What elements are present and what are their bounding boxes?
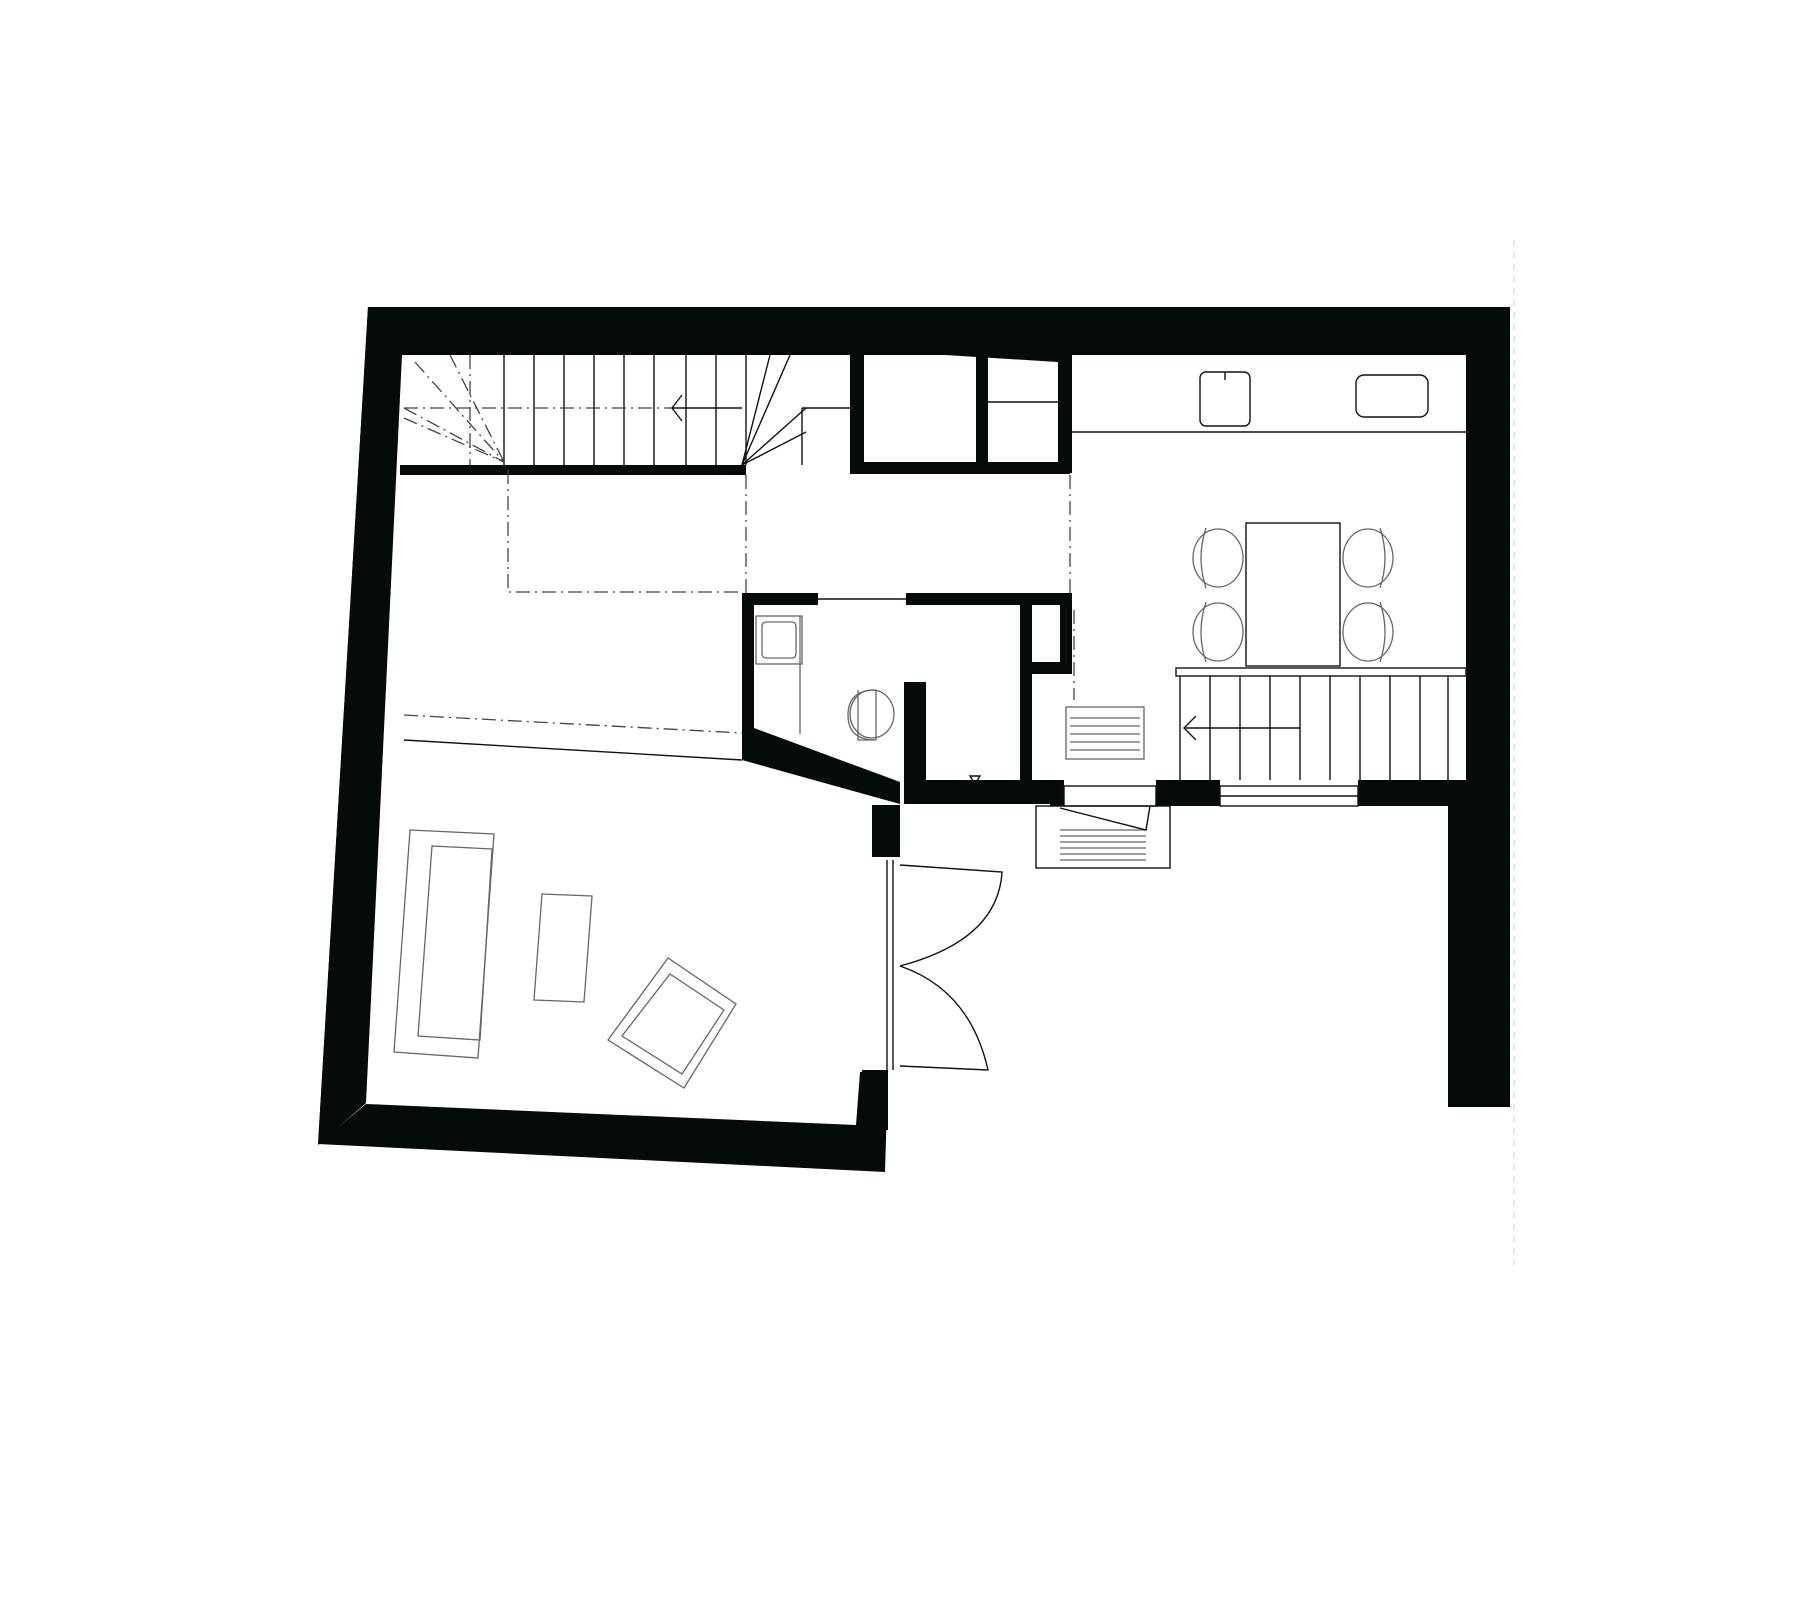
closet-top-slant	[864, 343, 1058, 362]
basin	[761, 621, 797, 659]
entry-jamb-right	[1156, 780, 1208, 806]
right-wall-lower	[1448, 785, 1510, 1107]
dining-table	[1245, 522, 1341, 667]
stair-arrow-icon	[1183, 715, 1197, 741]
living-right-wall-lower	[862, 1070, 888, 1130]
sofa	[393, 829, 495, 1059]
living-right-wall-upper	[872, 805, 900, 857]
bathroom	[755, 615, 982, 786]
armchair	[607, 957, 737, 1089]
window-jamb-left	[1208, 780, 1220, 806]
armchair-seat	[621, 973, 725, 1075]
stair-hidden-lines	[403, 354, 675, 465]
chair-icon	[1342, 528, 1394, 588]
coffee-table	[533, 893, 593, 1003]
staircase-lower	[1175, 667, 1467, 780]
door-swing-icon[interactable]	[899, 864, 1003, 967]
entry	[1035, 785, 1359, 869]
closet-bottom-wall	[850, 462, 1070, 474]
stair-treads	[503, 354, 850, 466]
door-swing-icon[interactable]	[1059, 805, 1151, 831]
right-wall-upper	[1466, 307, 1510, 785]
entry-jamb-left	[1050, 780, 1064, 806]
closet-divider	[976, 355, 988, 473]
bath-left-wall	[742, 593, 754, 759]
stair-bottom-wall-gap	[742, 465, 746, 475]
stair-bottom-wall-left	[400, 465, 742, 475]
bath-top-wall-left	[742, 593, 818, 605]
top-wall	[368, 307, 1510, 355]
living-room	[393, 829, 1003, 1089]
staircase-upper	[403, 354, 850, 466]
bottom-right-wall	[1358, 780, 1468, 806]
walls	[318, 307, 1510, 1172]
chair-icon	[1342, 602, 1394, 662]
bath-bottom-slant	[742, 728, 900, 804]
chair-icon	[1192, 602, 1244, 662]
hob-icon	[1355, 374, 1429, 418]
dining-chairs	[1192, 527, 1394, 663]
chair-icon	[1192, 528, 1244, 588]
toilet-bowl	[849, 689, 895, 739]
stair-landing	[1175, 667, 1467, 677]
entry-step	[1035, 805, 1171, 869]
entry-wall-left	[904, 780, 1056, 804]
kitchen	[1072, 371, 1466, 667]
entry-closet-wall	[1020, 600, 1032, 780]
left-wall-core	[318, 307, 404, 1144]
hall-overhead-lines	[403, 470, 1071, 761]
stair-right-wall	[850, 352, 864, 472]
bottom-wall	[318, 1072, 888, 1172]
kitchen-left-wall	[1058, 355, 1072, 473]
entry-mat	[1065, 610, 1145, 760]
sink-icon	[755, 615, 803, 665]
bath-top-wall-right	[906, 593, 1072, 605]
entry-closet-bottom	[1020, 662, 1072, 674]
sofa-seat	[417, 845, 493, 1041]
door-swing-icon[interactable]	[899, 965, 989, 1071]
bath-stub-wall	[904, 682, 926, 786]
door-marker	[968, 775, 982, 786]
